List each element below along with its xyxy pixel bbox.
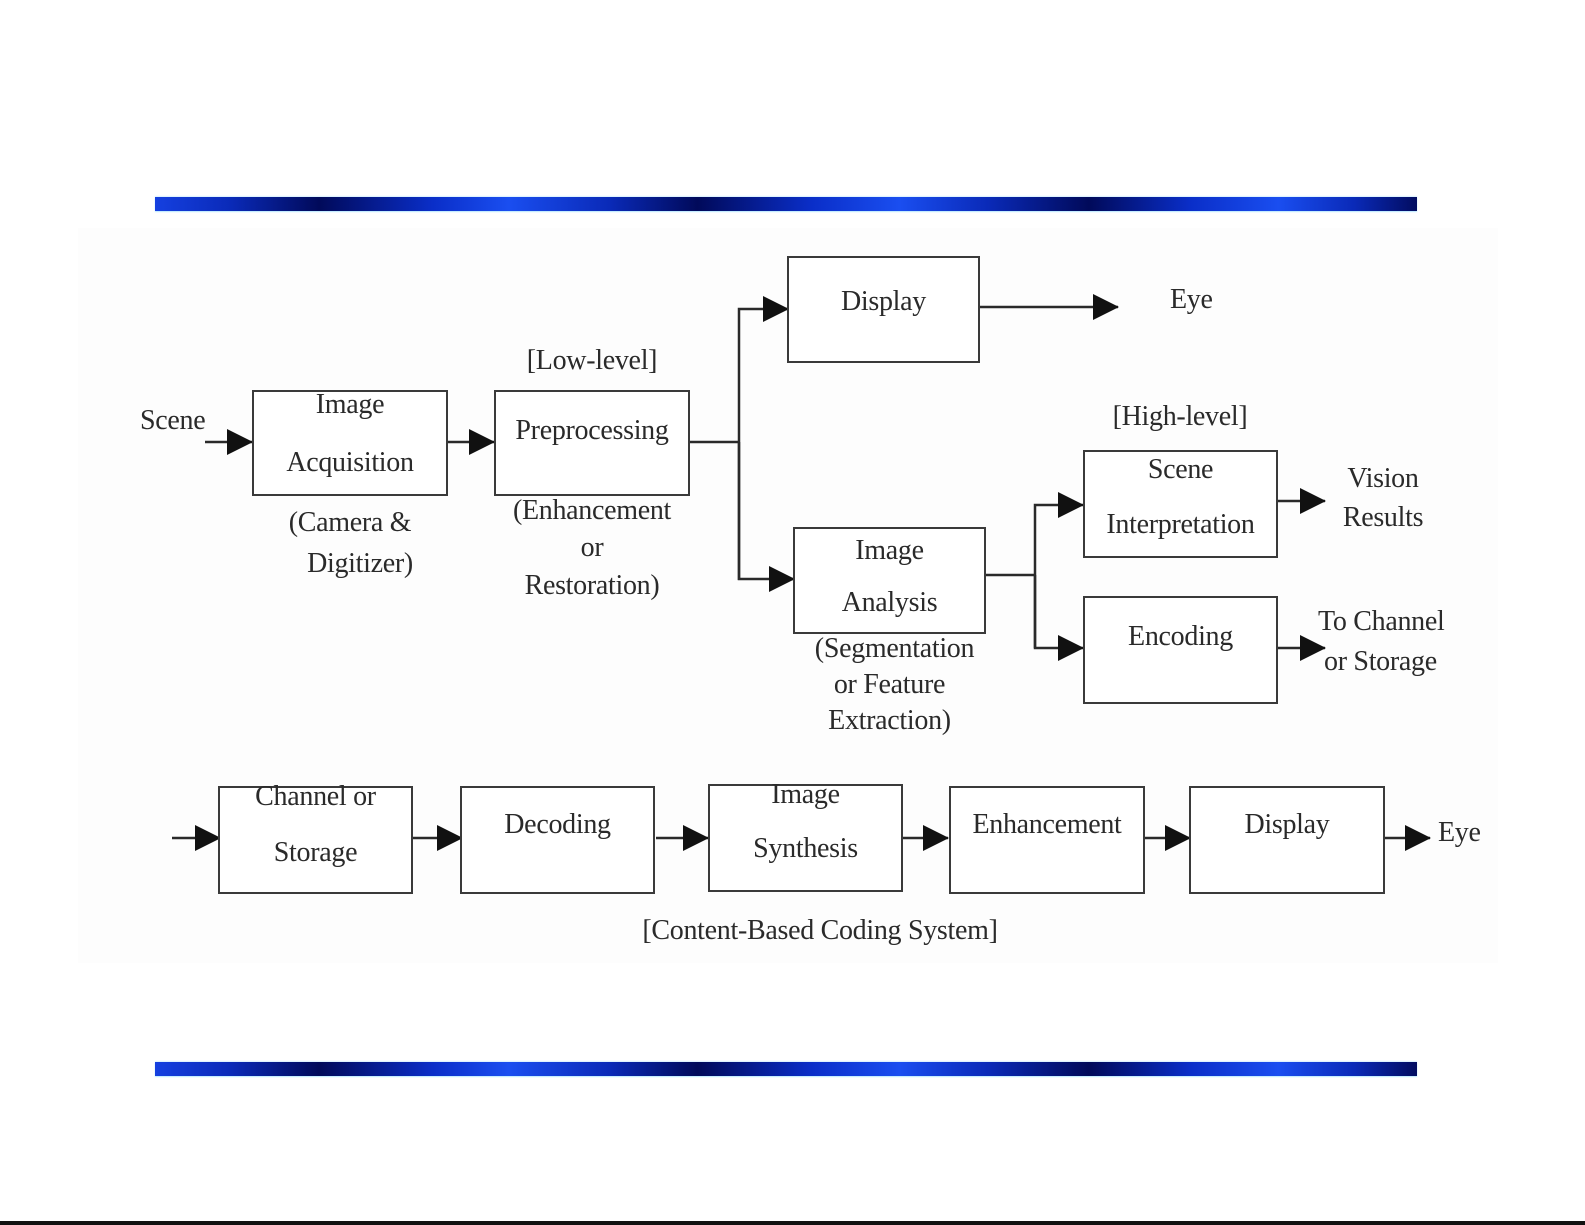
acquisition-note-line1: (Camera & bbox=[288, 507, 412, 538]
scene-interpretation-line2: Interpretation bbox=[1106, 509, 1255, 540]
arrow-to-analysis bbox=[737, 442, 795, 592]
to-channel-line2: or Storage bbox=[1324, 646, 1437, 677]
display-box-bottom bbox=[1189, 786, 1385, 894]
preprocessing-note-line3: Restoration) bbox=[524, 570, 660, 601]
content-based-coding-caption: [Content-Based Coding System] bbox=[642, 915, 998, 946]
channel-storage-box bbox=[218, 786, 413, 894]
acquisition-note-line2: Digitizer) bbox=[307, 548, 413, 579]
image-analysis-line2: Analysis bbox=[841, 587, 938, 618]
scene-interpretation-line1: Scene bbox=[1147, 454, 1214, 485]
preprocessing-note-line2: or bbox=[580, 532, 604, 563]
display-label-bottom: Display bbox=[1244, 809, 1330, 840]
analysis-note-line3: Extraction) bbox=[828, 705, 951, 736]
page-bottom-edge bbox=[0, 1221, 1585, 1225]
analysis-note-line1: (Segmentation bbox=[814, 633, 975, 664]
vision-results-line1: Vision bbox=[1347, 463, 1419, 494]
decoding-box bbox=[460, 786, 655, 894]
enhancement-box bbox=[949, 786, 1145, 894]
image-acquisition-line2: Acquisition bbox=[286, 447, 414, 478]
image-synthesis-line1: Image bbox=[771, 779, 840, 810]
bottom-decorative-bar bbox=[155, 1062, 1417, 1076]
arrow-to-interpretation bbox=[1033, 492, 1084, 648]
encoding-label: Encoding bbox=[1128, 621, 1233, 652]
encoding-box bbox=[1083, 596, 1278, 704]
vision-results-line2: Results bbox=[1342, 502, 1424, 533]
channel-storage-line2: Storage bbox=[273, 837, 358, 868]
image-acquisition-line1: Image bbox=[315, 389, 385, 420]
image-analysis-box bbox=[793, 527, 986, 634]
high-level-tag: [High-level] bbox=[1112, 401, 1248, 432]
scene-input-label: Scene bbox=[140, 405, 206, 436]
image-analysis-line1: Image bbox=[855, 535, 924, 566]
image-synthesis-box bbox=[708, 784, 903, 892]
top-decorative-bar bbox=[155, 197, 1417, 211]
preprocessing-note-line1: (Enhancement bbox=[512, 495, 672, 526]
decoding-label: Decoding bbox=[504, 809, 611, 840]
display-label-top: Display bbox=[840, 286, 926, 317]
channel-storage-line1: Channel or bbox=[255, 781, 376, 812]
image-synthesis-line2: Synthesis bbox=[753, 833, 858, 864]
low-level-tag: [Low-level] bbox=[526, 345, 658, 376]
to-channel-line1: To Channel bbox=[1318, 606, 1445, 637]
arrow-to-encoding bbox=[1033, 575, 1084, 661]
analysis-note-line2: or Feature bbox=[833, 669, 946, 700]
preprocessing-label: Preprocessing bbox=[515, 415, 669, 446]
eye-output-bottom: Eye bbox=[1438, 817, 1481, 848]
display-box-top bbox=[787, 256, 980, 363]
eye-output-top: Eye bbox=[1170, 284, 1213, 315]
preprocessing-box bbox=[494, 390, 690, 496]
scene-interpretation-box bbox=[1083, 450, 1278, 558]
image-acquisition-box bbox=[252, 390, 448, 496]
enhancement-label: Enhancement bbox=[972, 809, 1122, 840]
arrow-to-display bbox=[737, 296, 789, 580]
